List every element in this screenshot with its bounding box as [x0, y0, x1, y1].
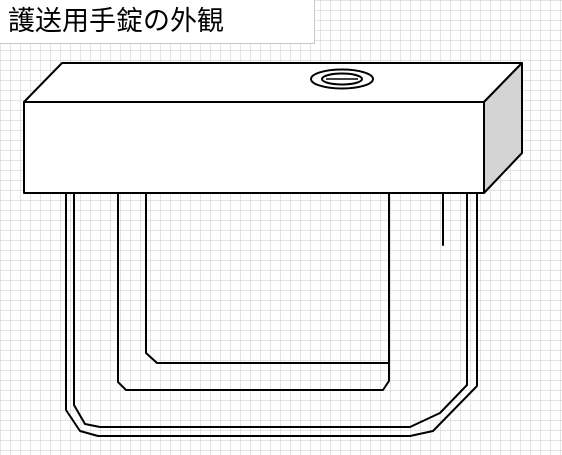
lock-block-front-face: [23, 101, 485, 194]
lock-block-top-face: [23, 62, 523, 103]
diagram-title: 護送用手錠の外観: [8, 6, 224, 37]
title-box: 護送用手錠の外観: [0, 0, 315, 44]
loop-outer-contour: [65, 192, 478, 437]
loop-inner-contour: [117, 192, 390, 391]
loop-second-contour: [73, 192, 468, 428]
loop-innermost-contour: [145, 192, 390, 364]
